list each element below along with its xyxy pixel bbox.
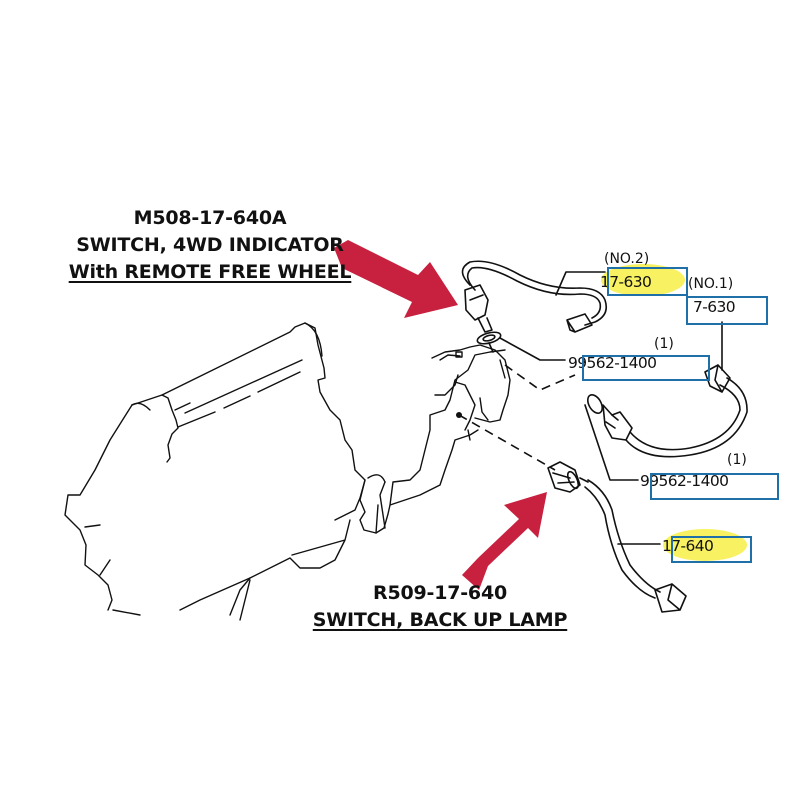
callout-4wd-indicator: M508-17-640A SWITCH, 4WD INDICATOR With …: [55, 205, 365, 286]
label-backup-part: 17-640: [662, 537, 713, 555]
label-no1-tag: (NO.1): [688, 276, 733, 292]
box-99562-1400-upper: [582, 355, 710, 381]
label-washer-lower: 99562-1400: [640, 472, 728, 490]
part-number-backup: R509-17-640: [373, 582, 507, 604]
box-7-630: [686, 296, 768, 325]
label-qty-upper: (1): [654, 336, 674, 352]
part-number-4wd: M508-17-640A: [133, 207, 287, 229]
middle-switch-assembly: [584, 321, 748, 481]
box-17-630: [607, 267, 688, 296]
box-17-640: [671, 536, 752, 563]
arrow-to-backup-switch: [462, 492, 547, 590]
label-qty-lower: (1): [727, 452, 747, 468]
upper-switch-assembly: [461, 260, 608, 361]
label-no2-part: 17-630: [600, 273, 651, 291]
arrow-to-4wd-switch: [334, 240, 458, 318]
lower-switch-assembly: [547, 461, 687, 613]
part-note-4wd: With REMOTE FREE WHEEL: [68, 261, 352, 283]
part-name-backup: SWITCH, BACK UP LAMP: [312, 609, 568, 631]
part-name-4wd: SWITCH, 4WD INDICATOR: [76, 234, 344, 256]
label-no1-part: 7-630: [693, 298, 735, 316]
highlight-17-630: [601, 264, 685, 296]
box-99562-1400-lower: [650, 473, 779, 500]
dashed-leaders: [458, 364, 576, 471]
label-washer-upper: 99562-1400: [568, 354, 656, 372]
transmission-outline: [64, 322, 511, 621]
callout-backup-lamp: R509-17-640 SWITCH, BACK UP LAMP: [280, 580, 600, 634]
label-no2-tag: (NO.2): [604, 251, 649, 267]
